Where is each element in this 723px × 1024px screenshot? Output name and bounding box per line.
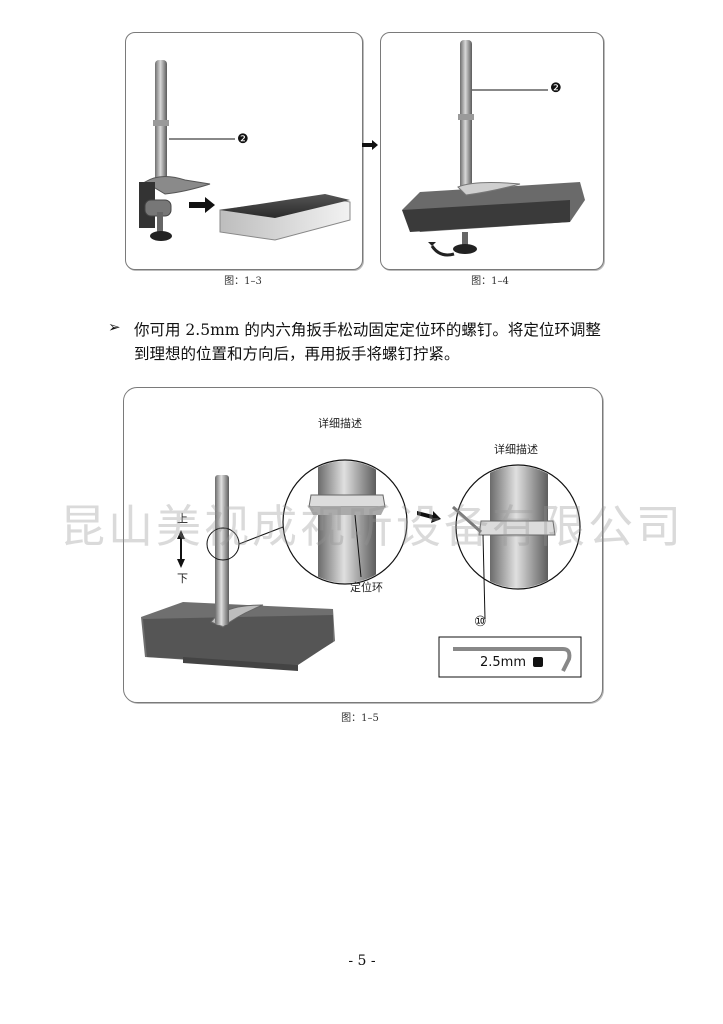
callout-10-icon: ⑩ [474,614,487,630]
figure-1-3-caption: 图：1–3 [224,276,262,287]
next-arrow-icon [362,140,378,150]
callout-2-icon: ❷ [550,81,562,96]
up-label: 上 [177,512,188,525]
instruction-text: 你可用 2.5mm 的内六角扳手松动固定定位环的螺钉。将定位环调整到理想的位置和… [134,318,614,366]
ring-label: 定位环 [350,581,383,594]
figure-1-5-caption: 图：1–5 [341,713,379,724]
bullet-icon: ➢ [108,318,121,336]
down-label: 下 [177,572,188,585]
collar [153,120,169,126]
detail-label-2: 详细描述 [494,443,538,456]
collar [458,114,474,120]
figure-1-3-illustration [139,60,351,241]
instruction-text-content: 你可用 2.5mm 的内六角扳手松动固定定位环的螺钉。将定位环调整到理想的位置和… [134,321,601,363]
company-watermark: 昆山美视成视听设备有限公司 [60,500,685,553]
figure-1-5-illustration [141,459,582,678]
page-number: - 5 - [348,953,376,969]
figure-1-4-panel [380,32,604,270]
hex-nut-icon [533,657,544,667]
wrench-size-text: 2.5mm [480,655,527,670]
wrench-size-label: 2.5mm [480,655,544,670]
callout-2-icon: ❷ [237,132,249,147]
figure-1-4-caption: 图：1–4 [471,276,509,287]
detail-label-1: 详细描述 [318,417,362,430]
figure-1-4-illustration [402,40,585,257]
